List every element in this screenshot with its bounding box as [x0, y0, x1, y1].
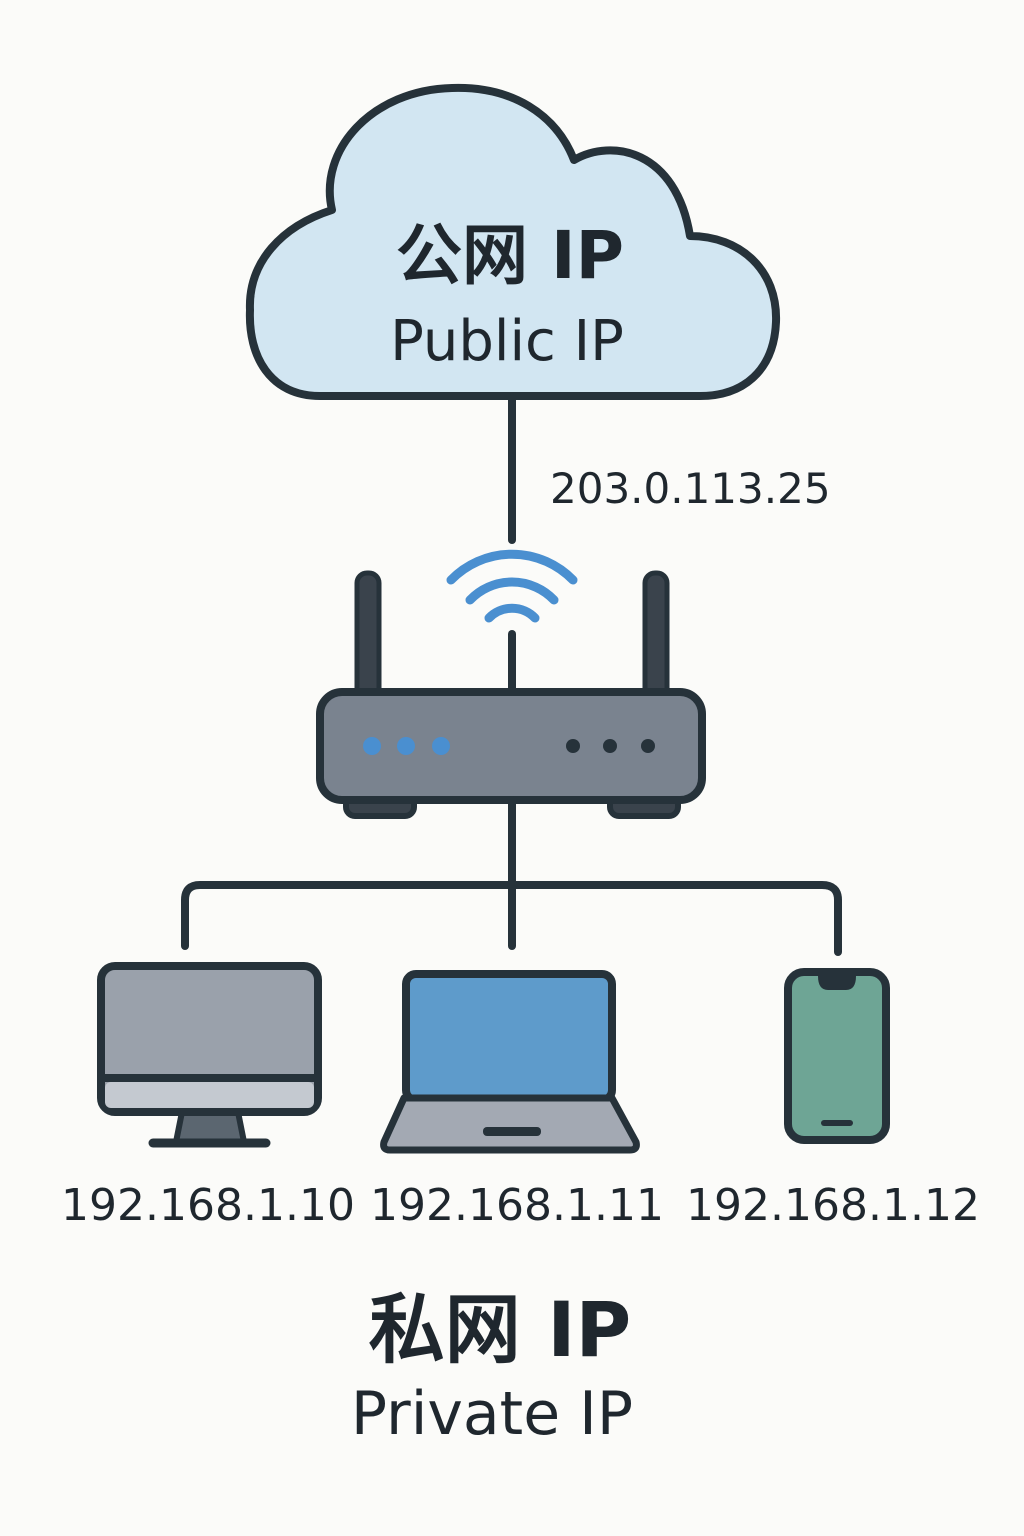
device-ip-desktop: 192.168.1.10	[61, 1180, 355, 1231]
public-ip-address: 203.0.113.25	[550, 464, 831, 513]
private-ip-title-en: Private IP	[351, 1379, 633, 1449]
device-ip-phone: 192.168.1.12	[686, 1180, 980, 1231]
desktop-monitor-icon	[97, 962, 322, 1148]
smartphone-icon	[784, 968, 890, 1144]
lan-connections	[181, 796, 842, 956]
laptop-icon	[380, 970, 640, 1154]
public-ip-title-en: Public IP	[390, 309, 624, 374]
cloud-icon	[245, 83, 781, 400]
private-ip-title-cn: 私网 IP	[369, 1285, 631, 1374]
device-ip-laptop: 192.168.1.11	[370, 1180, 664, 1231]
public-ip-title-cn: 公网 IP	[396, 217, 624, 294]
router-icon	[316, 570, 706, 819]
wifi-icon	[446, 549, 578, 623]
